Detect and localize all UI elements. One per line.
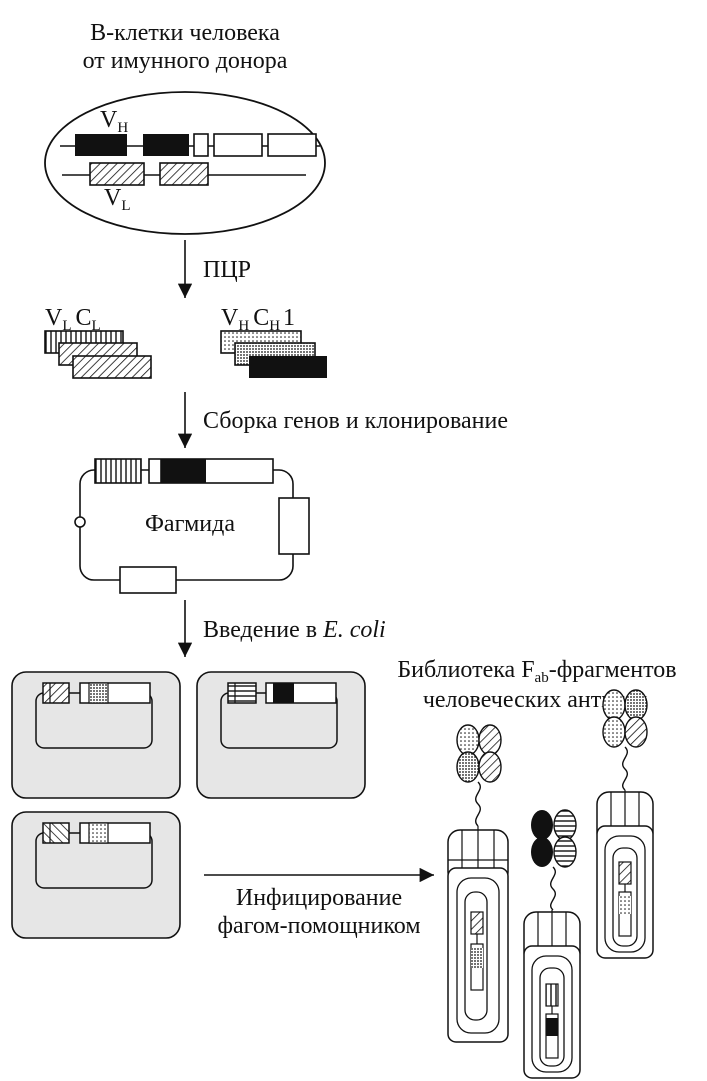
title-line-2: от имунного донора [83, 48, 288, 74]
ecoli-cell-3 [11, 811, 181, 939]
pcr-label: ПЦР [203, 257, 251, 283]
vh-label: VH [100, 107, 128, 136]
phagemid-marker-right [278, 497, 310, 555]
intro-label: Введение в E. coli [203, 617, 386, 643]
title-line-1: В-клетки человека [90, 20, 280, 46]
phagemid-insert-light [94, 458, 142, 484]
heavy-gene-segment-3 [193, 133, 209, 157]
light-gene-segment-1 [89, 162, 145, 186]
ecoli-cell-1 [11, 671, 181, 799]
phage-1 [447, 724, 509, 1043]
heavy-gene-segment-5 [267, 133, 317, 157]
phagemid-marker-bottom [119, 566, 177, 594]
light-gene-segment-2 [159, 162, 209, 186]
b-cell: VH VL [44, 91, 326, 235]
phagemid-insert-heavy [161, 459, 206, 483]
heavy-gene-segment-1 [75, 134, 127, 156]
phage-2 [523, 809, 581, 1079]
phagemid: Фагмида [74, 458, 310, 594]
heavy-gene-segment-2 [143, 134, 189, 156]
phagemid-origin [74, 516, 86, 528]
infection-label-line-1: Инфицирование [236, 885, 402, 911]
phagemid-label: Фагмида [145, 511, 235, 537]
vl-label: VL [104, 185, 131, 214]
library-title-line-1: Библиотека Fab-фрагментов [397, 657, 676, 686]
infection-label-line-2: фагом-помощником [217, 913, 420, 939]
assembly-label: Сборка генов и клонирование [203, 408, 508, 434]
heavy-gene-segment-4 [213, 133, 263, 157]
phage-3 [596, 689, 654, 959]
ecoli-cell-2 [196, 671, 366, 799]
